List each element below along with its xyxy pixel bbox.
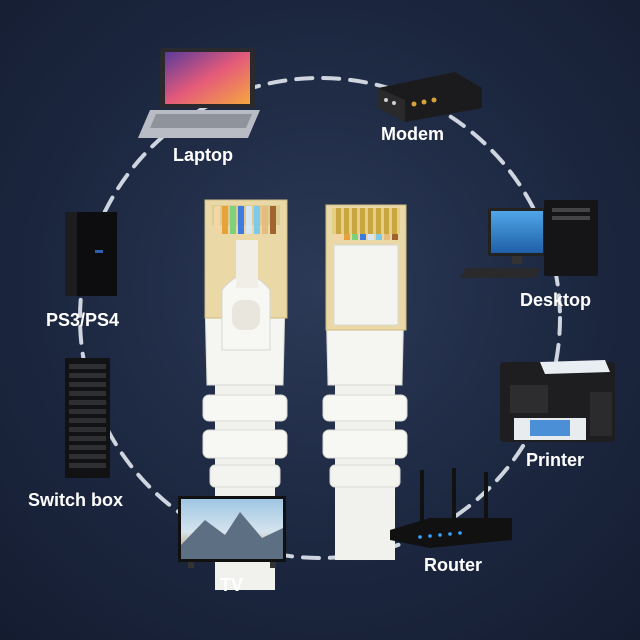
tv-icon	[178, 496, 286, 568]
rj45-connector-icon	[322, 204, 408, 560]
router-icon	[390, 468, 512, 548]
tv-label: TV	[220, 575, 244, 595]
laptop-label: Laptop	[173, 145, 233, 165]
desktop-icon	[460, 200, 598, 278]
rj45-connector-icon	[202, 199, 288, 590]
switch-box-label: Switch box	[28, 490, 124, 510]
printer-icon	[500, 360, 615, 442]
switch-box-icon	[65, 358, 110, 478]
printer-label: Printer	[526, 450, 585, 470]
laptop-icon	[138, 48, 260, 138]
router-label: Router	[424, 555, 482, 575]
modem-label: Modem	[381, 124, 444, 144]
modem-icon	[378, 72, 482, 122]
ps-label: PS3/PS4	[46, 310, 120, 330]
desktop-label: Desktop	[520, 290, 592, 310]
connection-ring	[78, 76, 562, 560]
ps-console-icon	[65, 212, 117, 296]
